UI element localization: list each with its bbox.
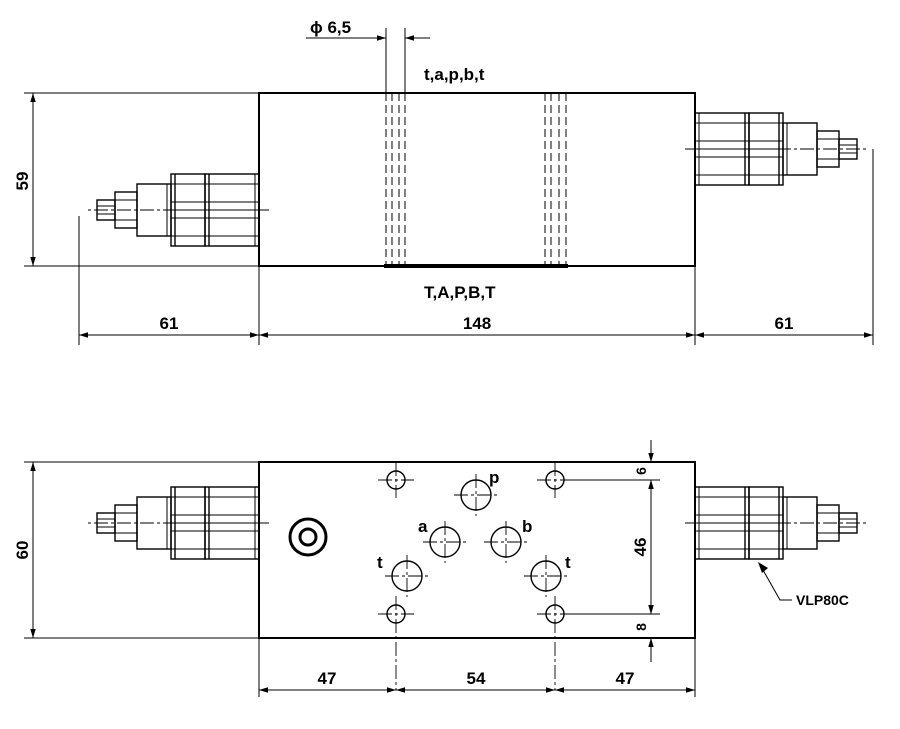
bottom-right-cartridge-valve [684, 486, 868, 560]
dim-8-label: 8 [633, 623, 649, 631]
right-cartridge-valve [684, 112, 868, 186]
top-ports-label: t,a,p,b,t [424, 65, 485, 84]
top-right-width-label: 61 [775, 314, 794, 333]
bottom-ports-label: T,A,P,B,T [424, 283, 496, 302]
left-cartridge-valve [86, 173, 270, 247]
bottom-mid-width-label: 54 [467, 669, 486, 688]
hole-diameter-label: ϕ 6,5 [310, 18, 351, 37]
mounting-holes-hidden [385, 93, 567, 266]
model-label: VLP80C [796, 592, 849, 608]
port-p-label: p [489, 468, 499, 487]
top-view: ϕ 6,5 t,a,p,b,t T,A,P,B,T 59 61 148 61 [13, 18, 874, 345]
port-t-right-label: t [565, 553, 571, 572]
bottom-body [258, 461, 696, 639]
port-b-label: b [522, 517, 532, 536]
mounting-holes [378, 462, 573, 690]
plug-circle [288, 517, 328, 557]
dim-6-label: 6 [633, 467, 649, 475]
top-body-width-label: 148 [463, 314, 491, 333]
top-left-width-label: 61 [160, 314, 179, 333]
bottom-left-cartridge-valve [86, 486, 270, 560]
port-t-left-label: t [377, 553, 383, 572]
bottom-view: p a b t t 60 6 46 8 47 54 47 VLP80C [13, 440, 868, 697]
top-height-label: 59 [13, 172, 32, 191]
bottom-right-width-label: 47 [616, 669, 635, 688]
bottom-left-width-label: 47 [318, 669, 337, 688]
port-a-label: a [418, 517, 428, 536]
port-holes [385, 474, 568, 597]
bottom-height-label: 60 [13, 541, 32, 560]
top-body [258, 92, 696, 267]
dim-46-label: 46 [631, 538, 650, 557]
